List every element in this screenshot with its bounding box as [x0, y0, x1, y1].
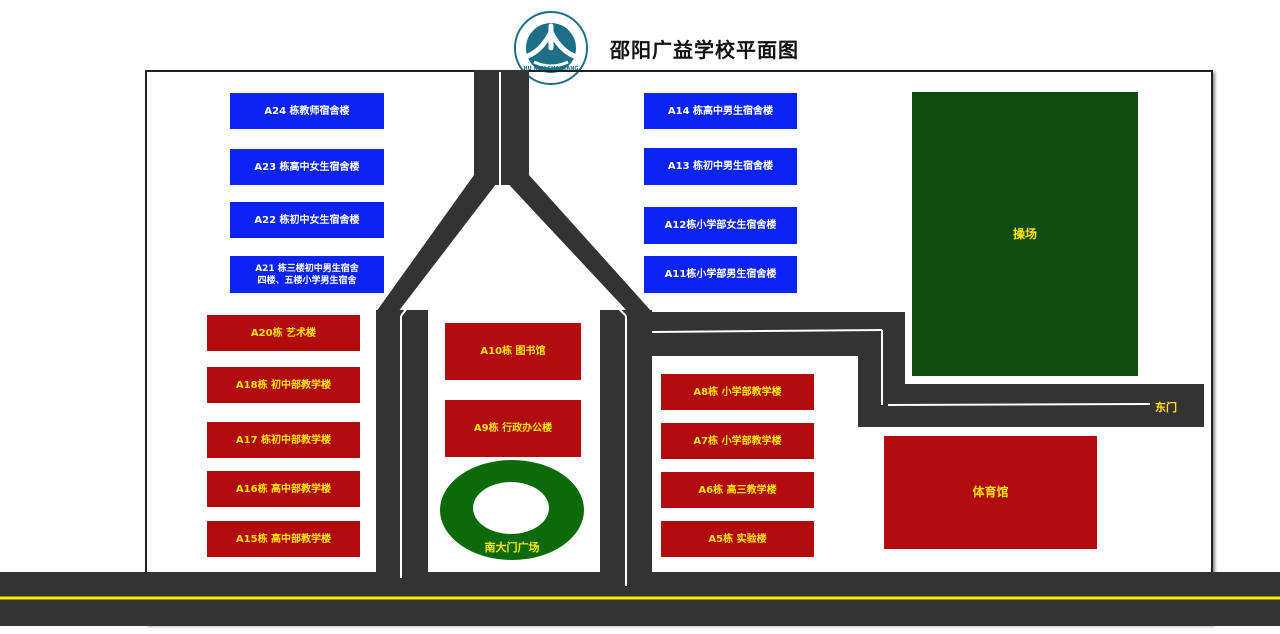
building-a16[interactable]: A16栋 高中部教学楼 [207, 471, 360, 507]
school-logo: HU NAN SHAOYANG [512, 10, 590, 86]
building-a14[interactable]: A14 栋高中男生宿舍楼 [644, 93, 797, 129]
building-a17[interactable]: A17 栋初中部教学楼 [207, 422, 360, 458]
building-a21[interactable]: A21 栋三楼初中男生宿舍 四楼、五楼小学男生宿舍 [230, 256, 384, 293]
building-a11[interactable]: A11栋小学部男生宿舍楼 [644, 256, 797, 293]
east-gate-label: 东门 [1155, 401, 1177, 414]
building-a10[interactable]: A10栋 图书馆 [445, 323, 581, 380]
building-a6[interactable]: A6栋 高三教学楼 [661, 472, 814, 508]
building-a13[interactable]: A13 栋初中男生宿舍楼 [644, 148, 797, 185]
building-a8[interactable]: A8栋 小学部教学楼 [661, 374, 814, 410]
building-a5[interactable]: A5栋 实验楼 [661, 521, 814, 557]
sports-field[interactable]: 操场 [912, 92, 1138, 376]
logo-text: HU NAN SHAOYANG [523, 66, 579, 72]
building-a24[interactable]: A24 栋教师宿舍楼 [230, 93, 384, 129]
building-a20[interactable]: A20栋 艺术楼 [207, 315, 360, 351]
building-a7[interactable]: A7栋 小学部教学楼 [661, 423, 814, 459]
building-a22[interactable]: A22 栋初中女生宿舍楼 [230, 202, 384, 238]
building-a9[interactable]: A9栋 行政办公楼 [445, 400, 581, 457]
building-a12[interactable]: A12栋小学部女生宿舍楼 [644, 207, 797, 244]
page-title: 邵阳广益学校平面图 [610, 38, 799, 62]
plaza-label: 南大门广场 [484, 541, 540, 554]
building-a18[interactable]: A18栋 初中部教学楼 [207, 367, 360, 403]
building-a23[interactable]: A23 栋高中女生宿舍楼 [230, 149, 384, 185]
south-gate-plaza[interactable] [438, 458, 586, 562]
building-a15[interactable]: A15栋 高中部教学楼 [207, 521, 360, 557]
gymnasium[interactable]: 体育馆 [884, 436, 1097, 549]
